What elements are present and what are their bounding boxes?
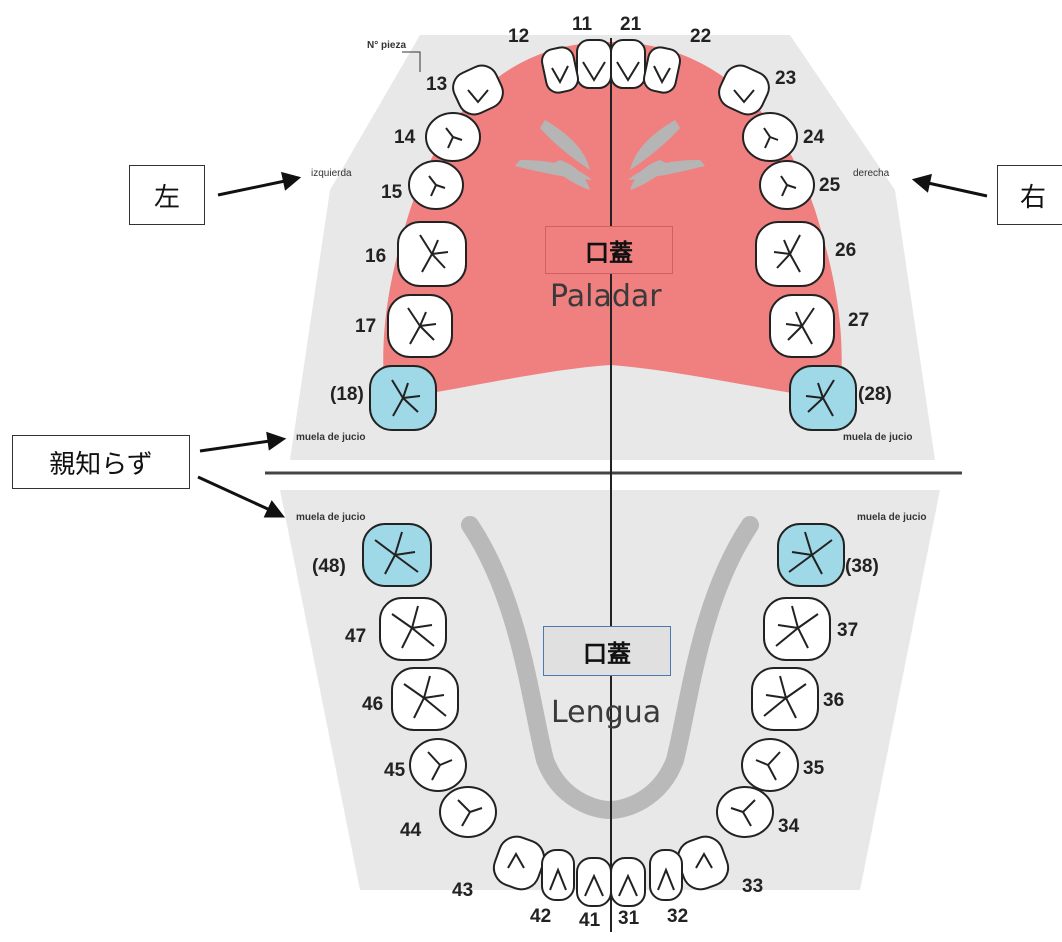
left-annotation: 左 <box>129 165 205 225</box>
tooth-number-22: 22 <box>690 26 711 47</box>
arrow-wisdom-lower <box>197 475 271 512</box>
tooth-number-47: 47 <box>345 626 366 647</box>
tooth-number-13: 13 <box>426 74 447 95</box>
tooth-number-18: (18) <box>330 384 364 405</box>
tooth-21 <box>610 39 646 89</box>
piece-number-bracket <box>402 51 421 72</box>
tooth-number-36: 36 <box>823 690 844 711</box>
tooth-number-38: (38) <box>845 556 879 577</box>
tooth-number-27: 27 <box>848 310 869 331</box>
left-label-es: izquierda <box>311 168 352 179</box>
tooth-44 <box>439 786 497 838</box>
wisdom-label-upper-left: muela de jucio <box>296 432 365 443</box>
annotation-arrows <box>197 171 988 518</box>
tooth-number-24: 24 <box>803 127 825 148</box>
tooth-number-35: 35 <box>803 758 825 779</box>
tooth-number-33: 33 <box>742 876 763 897</box>
tooth-number-28: (28) <box>858 384 892 405</box>
tooth-31 <box>610 857 646 907</box>
tooth-number-21: 21 <box>620 14 642 35</box>
wisdom-tooth-annotation: 親知らず <box>12 435 190 489</box>
tooth-number-11: 11 <box>572 14 593 35</box>
tooth-number-46: 46 <box>362 694 383 715</box>
wisdom-label-lower-right: muela de jucio <box>857 512 926 523</box>
tooth-number-42: 42 <box>530 906 551 927</box>
tooth-42 <box>541 849 575 901</box>
tooth-45 <box>409 738 467 792</box>
tooth-number-48: (48) <box>312 556 346 577</box>
tooth-number-44: 44 <box>400 820 422 841</box>
tongue-annotation: 口蓋 <box>543 626 671 676</box>
tooth-12 <box>541 46 579 94</box>
tooth-number-43: 43 <box>452 880 473 901</box>
tooth-number-45: 45 <box>384 760 406 781</box>
palate-annotation: 口蓋 <box>545 226 673 274</box>
tooth-number-26: 26 <box>835 240 856 261</box>
tooth-number-14: 14 <box>394 127 416 148</box>
tooth-35 <box>741 738 799 792</box>
tooth-number-41: 41 <box>579 910 601 931</box>
tooth-number-16: 16 <box>365 246 386 267</box>
tooth-41 <box>576 857 612 907</box>
arrow-left-head <box>281 171 302 191</box>
palate-ridges <box>515 120 705 190</box>
tooth-43 <box>492 835 546 891</box>
wisdom-label-upper-right: muela de jucio <box>843 432 912 443</box>
arrow-wisdom-upper-head <box>266 431 287 451</box>
tooth-23 <box>718 64 770 116</box>
arrow-wisdom-lower-head <box>263 500 286 518</box>
tooth-number-23: 23 <box>775 68 796 89</box>
tooth-32 <box>649 849 683 901</box>
tooth-numbers: 11 12 13 14 15 16 17 (18) 21 22 23 24 25… <box>312 14 892 931</box>
tooth-22 <box>643 46 681 94</box>
upper-tooth-grooves <box>391 61 835 417</box>
right-label-es: derecha <box>853 168 890 179</box>
tooth-number-17: 17 <box>355 316 376 337</box>
tooth-number-25: 25 <box>819 175 841 196</box>
tooth-number-37: 37 <box>837 620 858 641</box>
tooth-number-32: 32 <box>667 906 688 927</box>
arrow-left <box>217 179 286 197</box>
piece-number-label: N° pieza <box>367 40 406 51</box>
arrow-right <box>927 181 988 198</box>
palate-label: Paladar <box>550 279 662 314</box>
tooth-number-34: 34 <box>778 816 800 837</box>
wisdom-label-lower-left: muela de jucio <box>296 512 365 523</box>
palate-area <box>383 42 842 400</box>
tongue-label: Lengua <box>551 695 661 730</box>
arrow-right-head <box>911 173 932 193</box>
tooth-number-31: 31 <box>618 908 640 929</box>
tooth-13 <box>452 64 504 116</box>
tooth-34 <box>716 786 774 838</box>
right-annotation: 右 <box>997 165 1062 225</box>
lower-tooth-grooves <box>374 531 833 897</box>
arrow-wisdom-upper <box>199 439 271 453</box>
tooth-number-15: 15 <box>381 182 403 203</box>
tooth-number-12: 12 <box>508 26 529 47</box>
